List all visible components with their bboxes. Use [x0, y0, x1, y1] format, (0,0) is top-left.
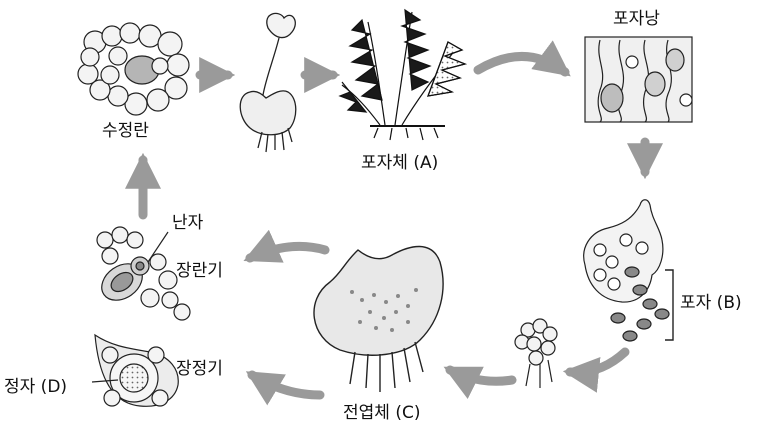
- label-archegonium: 장란기: [176, 261, 223, 281]
- label-zygote: 수정란: [102, 121, 149, 141]
- mature-sporophyte-illustration: [340, 10, 465, 140]
- arrow-germinating-to-prothallus: [450, 370, 512, 381]
- label-antheridium: 장정기: [176, 359, 223, 379]
- young-sporophyte-illustration: [240, 13, 296, 152]
- label-egg: 난자: [172, 213, 204, 233]
- label-spore: 포자 (B): [680, 293, 742, 313]
- spores-illustration: [584, 200, 673, 341]
- antheridium-illustration: [92, 335, 178, 406]
- label-prothallus: 전엽체 (C): [343, 403, 420, 423]
- arrow-prothallus-to-antheridium: [252, 375, 320, 395]
- arrow-prothallus-to-archegonium: [250, 246, 325, 258]
- arrow-spores-to-germinating: [570, 352, 625, 372]
- label-sporangium: 포자낭: [613, 9, 660, 29]
- germinating-spore-illustration: [515, 319, 557, 388]
- zygote-illustration: [78, 23, 189, 115]
- label-sperm: 정자 (D): [4, 377, 67, 397]
- label-sporophyte: 포자체 (A): [361, 153, 438, 173]
- arrow-sporophyte-to-sporangium: [478, 56, 565, 72]
- prothallus-illustration: [314, 246, 443, 392]
- sporangium-illustration: [585, 37, 692, 122]
